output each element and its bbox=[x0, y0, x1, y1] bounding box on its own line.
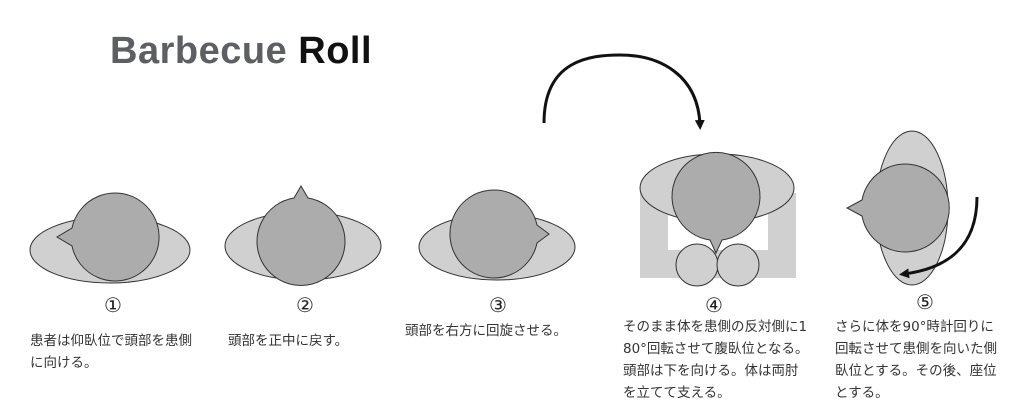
diagram-title: Barbecue Roll bbox=[110, 30, 372, 73]
right-hand bbox=[716, 243, 760, 287]
head-facing-right bbox=[449, 189, 550, 279]
step-4-caption: そのまま体を患側の反対側に180°回転させて腹臥位となる。頭部は下を向ける。体は… bbox=[623, 319, 809, 401]
title-barbecue: Barbecue bbox=[110, 30, 288, 72]
head-facing-left bbox=[845, 163, 950, 253]
step-1-caption: 患者は仰臥位で頭部を患側に向ける。 bbox=[30, 333, 192, 371]
step-3-number: ③ bbox=[489, 293, 507, 317]
step-5-figure bbox=[845, 130, 979, 286]
step-3-caption: 頭部を右方に回旋させる。 bbox=[405, 323, 567, 339]
head-facing-down bbox=[671, 151, 761, 255]
step-4-number: ④ bbox=[705, 293, 723, 317]
step-1-number: ① bbox=[104, 293, 122, 317]
step-5-caption: さらに体を90°時計回りに回転させて患側を向いた側臥位とする。その後、座位とする… bbox=[835, 319, 997, 401]
rotate-arrow-90 bbox=[899, 196, 979, 279]
step-2-number: ② bbox=[296, 293, 314, 317]
step-2-figure bbox=[224, 185, 382, 286]
step-5-number: ⑤ bbox=[916, 290, 934, 314]
step-3-figure bbox=[418, 189, 576, 281]
head-facing-left bbox=[56, 192, 160, 282]
step-4-figure bbox=[639, 151, 796, 287]
step-1-figure bbox=[29, 192, 191, 284]
left-hand bbox=[675, 243, 719, 287]
head-facing-up bbox=[256, 185, 346, 286]
title-roll: Roll bbox=[298, 30, 373, 72]
rotate-arrow-180 bbox=[542, 53, 705, 130]
step-2-caption: 頭部を正中に戻す。 bbox=[228, 333, 349, 349]
